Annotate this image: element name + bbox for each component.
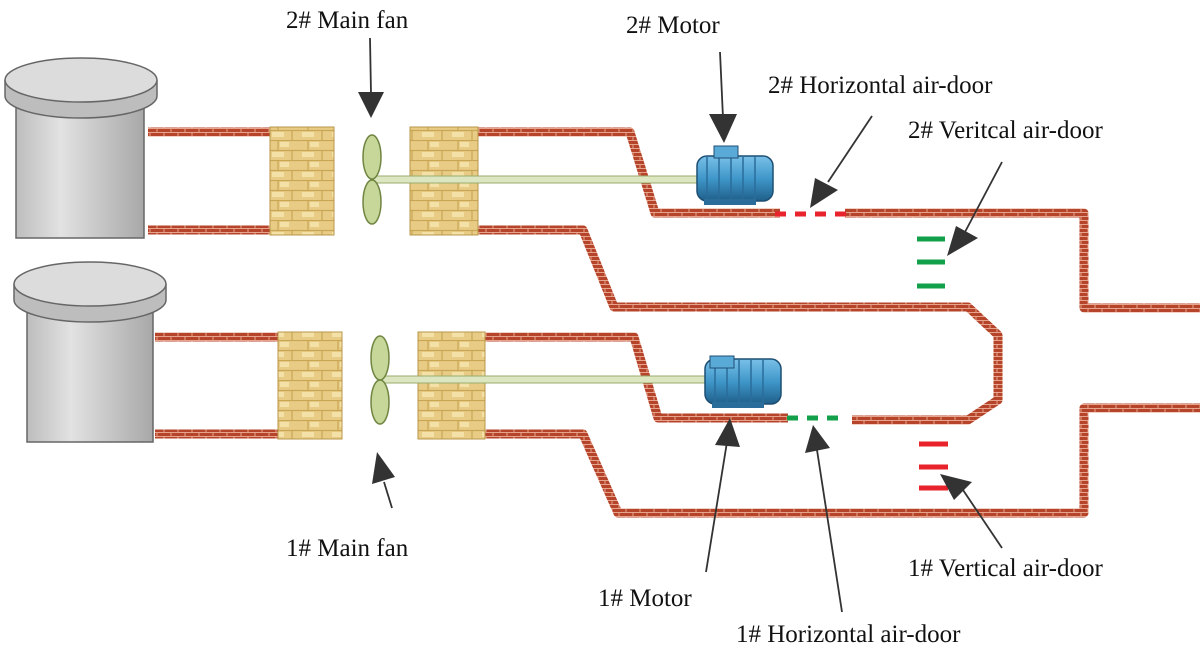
label-main-fan-1: 1# Main fan: [286, 535, 409, 562]
arrow-horizontal-door-1: [816, 449, 843, 613]
shaft-1: [379, 375, 706, 384]
wall-block-1-left: [277, 331, 343, 440]
duct-walls: [148, 127, 1200, 518]
motor-2: [696, 145, 774, 205]
arrow-main-fan-2: [369, 37, 372, 95]
arrow-vertical-door-2: [964, 161, 1003, 233]
arrow-horizontal-door-2: [827, 115, 873, 183]
motor-1: [704, 355, 782, 408]
label-horizontal-door-2: 2# Horizontal air-door: [768, 72, 993, 99]
label-main-fan-2: 2# Main fan: [286, 7, 409, 34]
vertical-air-door-2: [917, 236, 945, 289]
label-horizontal-door-1: 1# Horizontal air-door: [736, 621, 961, 648]
label-motor-2: 2# Motor: [626, 12, 720, 39]
wall-block-2-left: [269, 126, 335, 236]
main-fan-1: [370, 335, 390, 425]
label-vertical-door-1: 1# Vertical air-door: [908, 555, 1103, 582]
wall-block-1-right: [417, 331, 486, 440]
shaft-2: [371, 175, 698, 184]
arrow-main-fan-1: [383, 481, 393, 509]
arrow-motor-1: [705, 441, 728, 573]
callout-arrows: [358, 37, 1003, 613]
label-motor-1: 1# Motor: [598, 585, 692, 612]
vertical-air-door-1: [919, 441, 948, 491]
label-vertical-door-2: 2# Veritcal air-door: [908, 117, 1103, 144]
main-fan-2: [362, 134, 382, 225]
arrow-motor-2: [719, 51, 724, 119]
tank-1: [13, 261, 167, 443]
tank-2: [4, 57, 158, 239]
arrow-vertical-door-1: [962, 489, 1003, 549]
